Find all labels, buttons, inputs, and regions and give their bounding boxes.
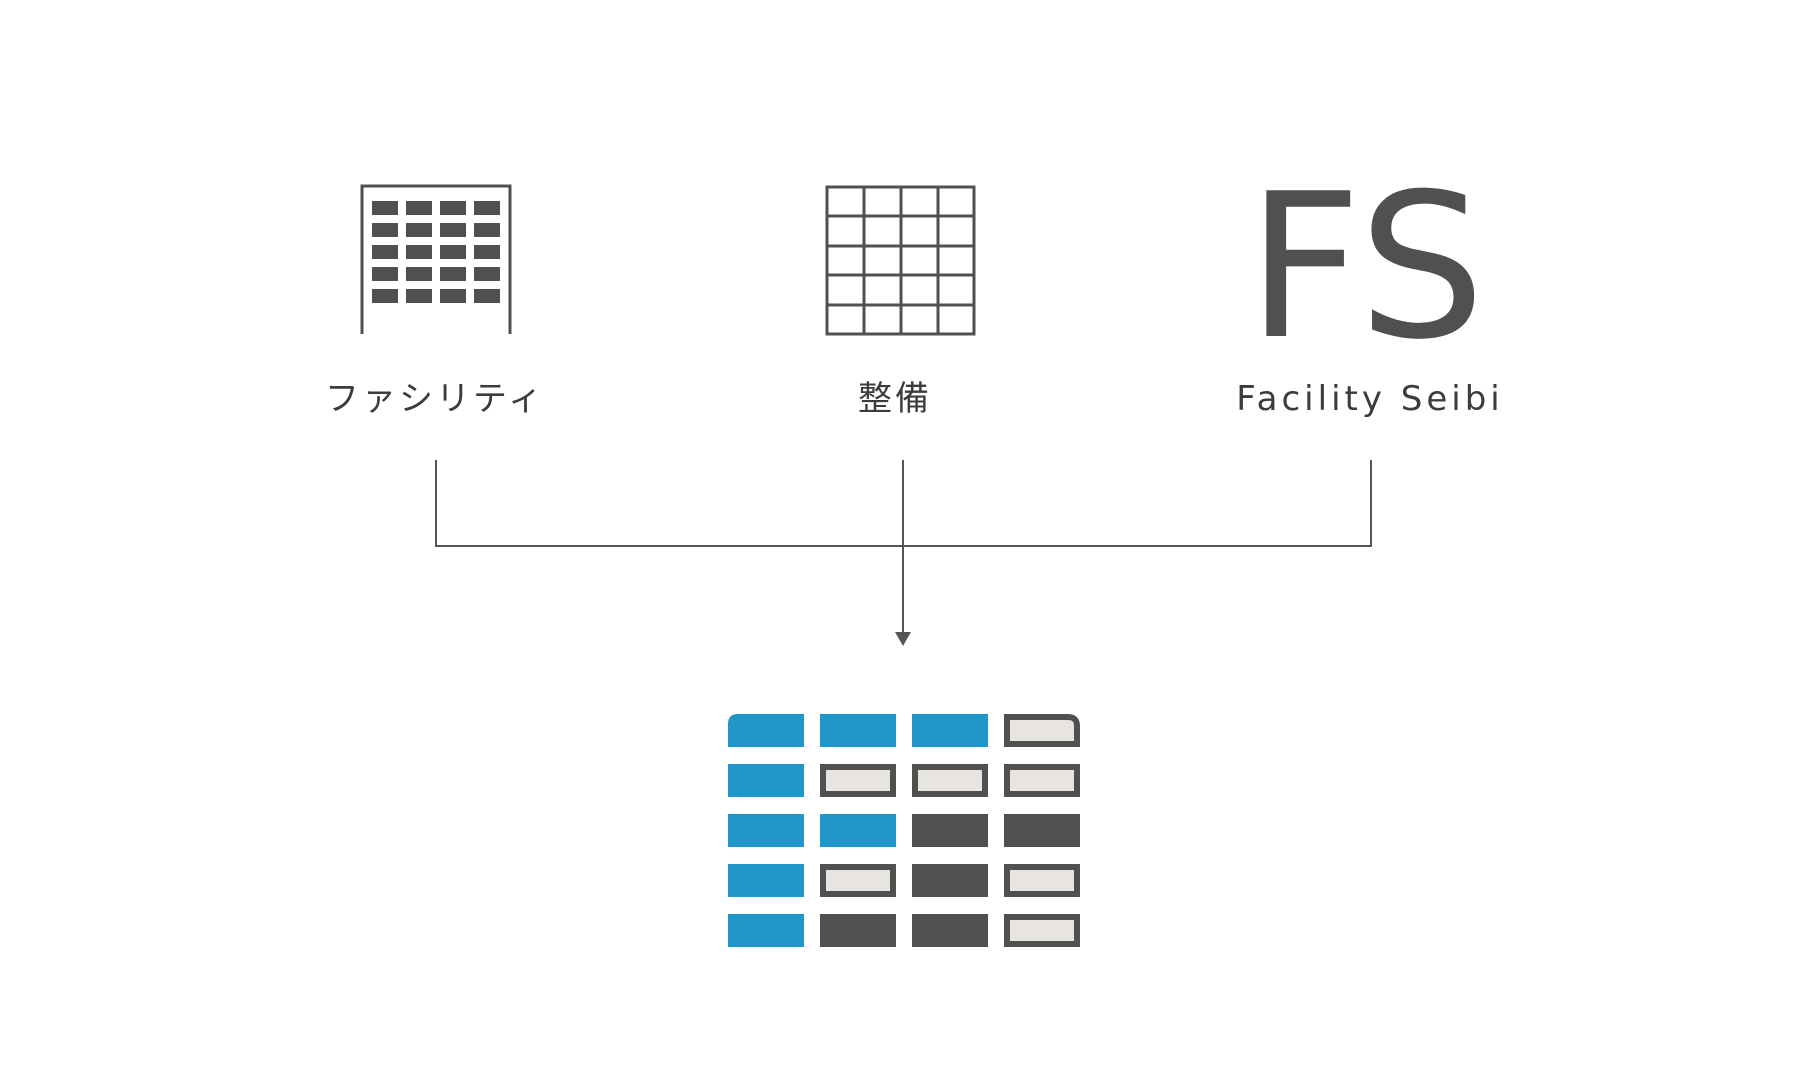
building-window xyxy=(474,201,500,215)
building-window xyxy=(440,223,466,237)
fs-monogram: FS xyxy=(1247,151,1485,384)
building-window xyxy=(474,245,500,259)
logo-cell xyxy=(728,914,804,947)
logo-cell xyxy=(728,714,804,747)
building-windows xyxy=(372,201,500,303)
building-window xyxy=(372,289,398,303)
logo-cell xyxy=(728,764,804,797)
building-window xyxy=(372,267,398,281)
grid-lines xyxy=(827,187,974,334)
building-window xyxy=(440,289,466,303)
logo-cell xyxy=(912,764,988,797)
logo-cell xyxy=(728,864,804,897)
connector-lines xyxy=(435,460,1372,632)
logo-cell xyxy=(912,714,988,747)
building-window xyxy=(406,267,432,281)
label-facility-seibi: Facility Seibi xyxy=(1236,379,1504,419)
building-window xyxy=(474,267,500,281)
logo-cell xyxy=(820,814,896,847)
logo-mark xyxy=(728,714,1080,947)
logo-cell xyxy=(912,814,988,847)
building-icon xyxy=(360,184,512,334)
logo-cell xyxy=(912,864,988,897)
building-window xyxy=(440,201,466,215)
building-window xyxy=(440,267,466,281)
logo-cell xyxy=(820,864,896,897)
building-window xyxy=(406,245,432,259)
building-window xyxy=(474,223,500,237)
logo-cell xyxy=(728,814,804,847)
logo-cell xyxy=(1004,714,1080,747)
label-facility: ファシリティ xyxy=(325,379,545,419)
building-window xyxy=(372,201,398,215)
building-window xyxy=(372,223,398,237)
label-seibi: 整備 xyxy=(858,379,932,419)
logo-cell xyxy=(1004,864,1080,897)
logo-cell xyxy=(820,914,896,947)
arrow-down-icon xyxy=(895,632,911,646)
building-window xyxy=(372,245,398,259)
logo-cell xyxy=(820,764,896,797)
logo-cell xyxy=(1004,764,1080,797)
building-window xyxy=(406,201,432,215)
building-window xyxy=(406,289,432,303)
building-window xyxy=(406,223,432,237)
logo-cell xyxy=(1004,814,1080,847)
logo-cell xyxy=(912,914,988,947)
grid-icon xyxy=(825,185,976,336)
building-window xyxy=(474,289,500,303)
building-window xyxy=(440,245,466,259)
logo-cell xyxy=(1004,914,1080,947)
logo-cell xyxy=(820,714,896,747)
